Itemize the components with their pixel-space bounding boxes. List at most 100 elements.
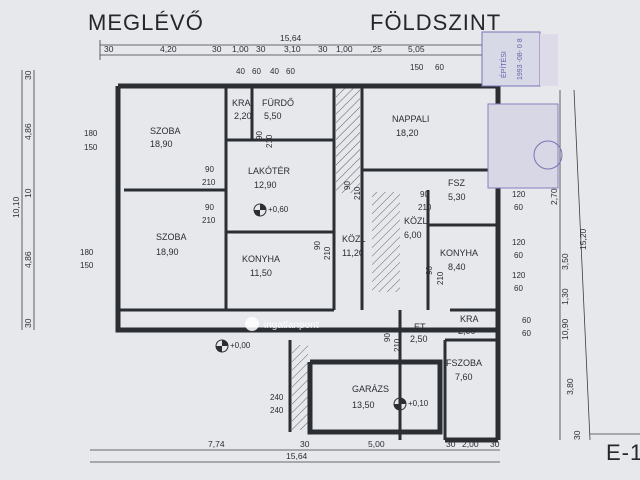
section-mark: E-1 bbox=[606, 440, 640, 465]
room-area: 5,30 bbox=[448, 192, 466, 202]
stair-lower bbox=[372, 192, 400, 292]
level-label: +0,10 bbox=[408, 399, 429, 408]
room-area: 2,20 bbox=[234, 111, 252, 121]
left-dimensions: 30 4,86 10,10 10 4,86 30 bbox=[11, 70, 35, 330]
dim-bottom: 30 bbox=[300, 439, 310, 449]
room-area: 11,20 bbox=[342, 248, 364, 258]
room-name: KRA bbox=[232, 98, 251, 108]
svg-text:60: 60 bbox=[514, 251, 523, 260]
small-dim: 150 bbox=[410, 63, 424, 72]
svg-text:90: 90 bbox=[255, 131, 264, 140]
svg-text:180: 180 bbox=[84, 129, 98, 138]
dim-right: 30 bbox=[572, 430, 582, 440]
dim-top: 3,10 bbox=[284, 44, 301, 54]
room-name: GARÁZS bbox=[352, 384, 389, 394]
dim-top: 5,05 bbox=[408, 44, 425, 54]
svg-text:240: 240 bbox=[270, 406, 284, 415]
room-name: KONYHA bbox=[242, 254, 280, 264]
dim-bottom: 30 bbox=[446, 439, 456, 449]
dim-bottom: 2,00 bbox=[462, 439, 479, 449]
room-area: 12,90 bbox=[254, 180, 277, 190]
svg-text:210: 210 bbox=[353, 186, 362, 200]
wall-hatch bbox=[292, 345, 308, 430]
dim-right: 1,30 bbox=[560, 288, 570, 305]
svg-text:60: 60 bbox=[514, 203, 523, 212]
room-area: 11,50 bbox=[250, 268, 272, 278]
watermark: ingatlanpont bbox=[245, 317, 319, 331]
room-area: 5,50 bbox=[264, 111, 282, 121]
dim-left: 10 bbox=[23, 188, 33, 198]
svg-text:90: 90 bbox=[420, 190, 429, 199]
room-area: 18,90 bbox=[156, 247, 179, 257]
dim-right: 10,90 bbox=[560, 318, 570, 340]
dim-left: 4,86 bbox=[23, 251, 33, 268]
stair-upper bbox=[336, 88, 360, 193]
svg-text:90: 90 bbox=[383, 333, 392, 342]
svg-text:120: 120 bbox=[512, 190, 526, 199]
small-dim: 60 bbox=[252, 67, 261, 76]
level-markers: +0,60 +0,00 +0,10 bbox=[215, 203, 429, 411]
svg-text:210: 210 bbox=[202, 216, 216, 225]
dim-right: 3,50 bbox=[560, 253, 570, 270]
level-label: +0,00 bbox=[230, 341, 251, 350]
dim-top: 30 bbox=[256, 44, 266, 54]
room-area: 18,90 bbox=[150, 139, 173, 149]
title-right: FÖLDSZINT bbox=[370, 10, 501, 35]
room-area: 6,00 bbox=[404, 230, 422, 240]
svg-text:90: 90 bbox=[343, 181, 352, 190]
room-name: ET bbox=[414, 322, 426, 332]
dim-top: 30 bbox=[104, 44, 114, 54]
dim-top: 1,00 bbox=[336, 44, 353, 54]
room-name: KRA bbox=[460, 314, 479, 324]
svg-text:90: 90 bbox=[205, 203, 214, 212]
svg-text:210: 210 bbox=[418, 203, 432, 212]
dim-top: 4,20 bbox=[160, 44, 177, 54]
svg-text:90: 90 bbox=[205, 165, 214, 174]
room-labels: SZOBA 18,90 SZOBA 18,90 KRA 2,20 FÜRDŐ 5… bbox=[150, 98, 482, 410]
room-name: SZOBA bbox=[156, 232, 187, 242]
svg-text:60: 60 bbox=[522, 329, 531, 338]
room-area: 7,60 bbox=[455, 372, 473, 382]
small-dim: 60 bbox=[435, 63, 444, 72]
dim-right: 3,80 bbox=[565, 378, 575, 395]
dim-top: 1,00 bbox=[232, 44, 249, 54]
small-dim: 60 bbox=[286, 67, 295, 76]
dim-left: 4,86 bbox=[23, 123, 33, 140]
svg-text:210: 210 bbox=[323, 246, 332, 260]
dim-left: 30 bbox=[23, 70, 33, 80]
room-name: NAPPALI bbox=[392, 114, 429, 124]
dim-bottom: 5,00 bbox=[368, 439, 385, 449]
svg-text:90: 90 bbox=[425, 266, 434, 275]
dim-total-top: 15,64 bbox=[280, 33, 302, 43]
stamp: 1993 -08- 0 8 ÉPÍTÉSI bbox=[481, 31, 563, 189]
small-dim: 40 bbox=[236, 67, 245, 76]
room-name: KÖZL bbox=[404, 216, 428, 226]
svg-text:210: 210 bbox=[202, 178, 216, 187]
dim-top: 30 bbox=[318, 44, 328, 54]
svg-text:240: 240 bbox=[270, 393, 284, 402]
level-label: +0,60 bbox=[268, 205, 289, 214]
room-name: SZOBA bbox=[150, 126, 181, 136]
svg-text:120: 120 bbox=[512, 271, 526, 280]
small-dimensions: 40 60 40 60 150 60 bbox=[236, 63, 444, 76]
room-name: FSZOBA bbox=[446, 358, 482, 368]
dim-right: 15,20 bbox=[578, 228, 588, 250]
room-area: 8,40 bbox=[448, 262, 466, 272]
walls bbox=[115, 83, 501, 443]
svg-text:60: 60 bbox=[522, 316, 531, 325]
svg-text:ÉPÍTÉSI: ÉPÍTÉSI bbox=[499, 51, 508, 78]
top-dimensions: 15,64 30 4,20 30 1,00 30 3,10 30 1,00 ,2… bbox=[99, 33, 501, 60]
room-name: KONYHA bbox=[440, 248, 478, 258]
svg-text:90: 90 bbox=[313, 241, 322, 250]
dim-right: 2,70 bbox=[549, 188, 559, 205]
svg-text:ingatlanpont: ingatlanpont bbox=[264, 320, 319, 331]
dim-bottom: 15,64 bbox=[286, 451, 308, 461]
room-area: 13,50 bbox=[352, 400, 375, 410]
bottom-dimensions: 7,74 15,64 30 5,00 30 2,00 30 bbox=[90, 439, 500, 463]
room-name: FÜRDŐ bbox=[262, 98, 294, 108]
room-area: 2,50 bbox=[410, 334, 428, 344]
room-area: 18,20 bbox=[396, 128, 419, 138]
dim-top: ,25 bbox=[370, 44, 382, 54]
svg-text:150: 150 bbox=[80, 261, 94, 270]
